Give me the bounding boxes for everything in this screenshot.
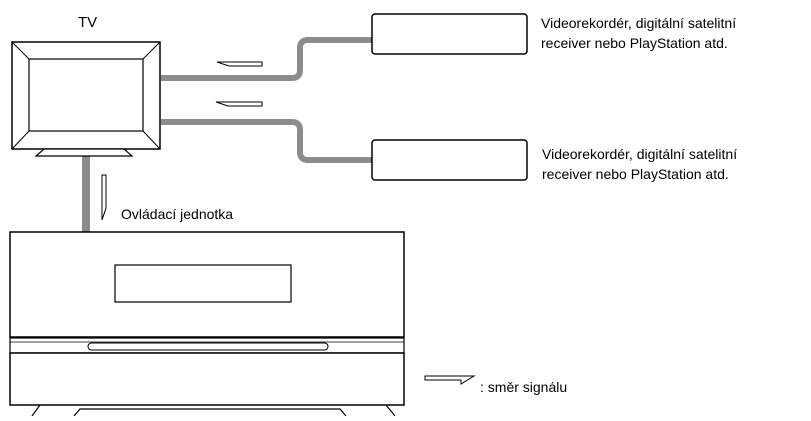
tv-stand (34, 148, 134, 157)
legend-arrow-icon (424, 375, 476, 385)
device-1-label-line1: Videorekordér, digitální satelitní (541, 15, 737, 31)
signal-arrow-device-2 (215, 101, 263, 107)
control-unit-illustration (9, 231, 405, 417)
control-unit-slot (87, 342, 329, 351)
device-1-label-line2: receiver nebo PlayStation atd. (541, 35, 728, 51)
legend-label: : směr signálu (480, 379, 568, 395)
control-unit-base (9, 352, 405, 406)
cable-device-2 (161, 119, 372, 163)
signal-arrow-to-control-unit (101, 174, 107, 221)
device-2-box (371, 139, 528, 181)
tv-label: TV (78, 14, 98, 31)
device-2-label-line2: receiver nebo PlayStation atd. (542, 166, 729, 182)
tv-illustration (11, 41, 161, 157)
signal-arrow-device-1 (216, 61, 263, 67)
control-unit-label: Ovládací jednotka (121, 206, 234, 222)
control-unit-display (114, 264, 292, 303)
cable-device-1 (161, 37, 372, 81)
cable-tv-to-control-unit (82, 152, 90, 232)
tv-screen (28, 58, 144, 132)
device-2-label-line1: Videorekordér, digitální satelitní (542, 146, 738, 162)
control-unit-feet (31, 404, 396, 417)
device-1-box (371, 13, 528, 55)
